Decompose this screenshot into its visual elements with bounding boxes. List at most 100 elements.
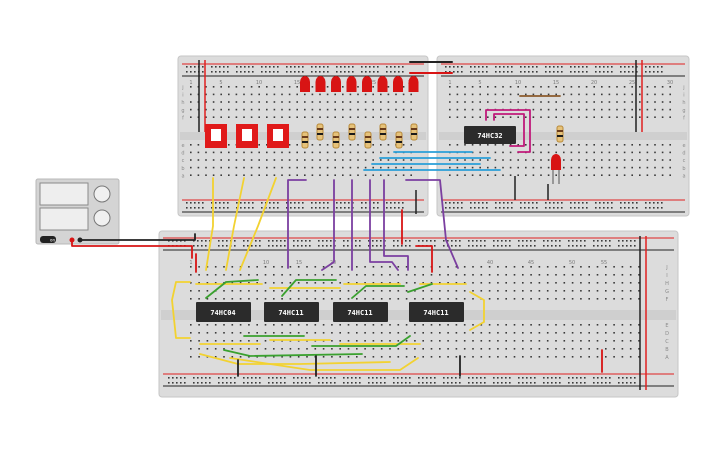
breadboard-hole[interactable] [487,144,489,146]
rail-hole[interactable] [301,377,303,379]
rail-hole[interactable] [344,202,346,204]
breadboard-hole[interactable] [405,282,408,284]
breadboard-hole[interactable] [273,282,275,284]
breadboard-hole[interactable] [281,348,283,350]
breadboard-hole[interactable] [214,266,217,268]
rail-hole[interactable] [347,382,349,384]
breadboard-hole[interactable] [546,266,549,268]
breadboard-hole[interactable] [250,116,253,118]
rail-hole[interactable] [305,245,307,247]
rail-hole[interactable] [268,377,270,379]
wire-yellow-low-4[interactable] [229,357,419,371]
resistor[interactable] [301,131,309,149]
breadboard-hole[interactable] [613,282,615,284]
rail-hole[interactable] [302,202,304,204]
breadboard-hole[interactable] [331,324,333,326]
breadboard-hole[interactable] [530,282,532,284]
breadboard-hole[interactable] [571,298,574,300]
rail-hole[interactable] [511,66,513,68]
rail-hole[interactable] [377,66,379,68]
rail-hole[interactable] [595,66,597,68]
rail-hole[interactable] [326,245,328,247]
rail-hole[interactable] [636,66,638,68]
rail-hole[interactable] [227,202,229,204]
breadboard-hole[interactable] [472,348,474,350]
breadboard-hole[interactable] [190,298,192,300]
rail-hole[interactable] [393,240,395,242]
rail-hole[interactable] [624,207,626,209]
dip-switch-2[interactable] [236,124,258,148]
breadboard-hole[interactable] [402,108,405,111]
rail-hole[interactable] [568,240,570,242]
breadboard-hole[interactable] [601,101,603,103]
breadboard-hole[interactable] [331,356,333,358]
breadboard-hole[interactable] [311,159,314,161]
rail-hole[interactable] [499,207,501,209]
rail-hole[interactable] [601,382,603,384]
breadboard-hole[interactable] [563,324,566,326]
rail-hole[interactable] [628,71,630,73]
rail-hole[interactable] [240,66,242,68]
breadboard-hole[interactable] [331,348,333,350]
rail-hole[interactable] [549,71,551,73]
rail-hole[interactable] [649,71,651,73]
breadboard-hole[interactable] [304,174,306,176]
breadboard-hole[interactable] [669,108,671,111]
wire-yellow-2[interactable] [225,177,245,271]
breadboard-hole[interactable] [258,101,260,103]
rail-hole[interactable] [223,71,225,73]
breadboard-hole[interactable] [304,101,306,103]
rail-hole[interactable] [286,66,288,68]
resistor[interactable] [379,123,387,141]
breadboard-hole[interactable] [223,356,225,358]
breadboard-hole[interactable] [414,266,416,268]
rail-hole[interactable] [380,240,382,242]
breadboard-hole[interactable] [563,108,565,111]
breadboard-hole[interactable] [596,332,599,334]
breadboard-hole[interactable] [339,266,341,268]
rail-hole[interactable] [252,202,254,204]
rail-hole[interactable] [380,382,382,384]
breadboard-hole[interactable] [231,340,234,342]
breadboard-hole[interactable] [578,159,580,161]
breadboard-hole[interactable] [296,116,298,118]
rail-hole[interactable] [394,71,396,73]
breadboard-hole[interactable] [273,93,276,96]
breadboard-hole[interactable] [488,282,491,284]
breadboard-hole[interactable] [288,108,291,111]
breadboard-hole[interactable] [430,290,433,292]
breadboard-hole[interactable] [613,266,615,268]
breadboard-hole[interactable] [479,93,481,96]
breadboard-hole[interactable] [605,290,607,292]
breadboard-hole[interactable] [304,166,306,169]
rail-hole[interactable] [595,71,597,73]
rail-hole[interactable] [226,245,228,247]
breadboard-hole[interactable] [538,324,541,326]
breadboard-hole[interactable] [621,356,624,358]
rail-hole[interactable] [218,240,220,242]
breadboard-hole[interactable] [621,266,624,268]
rail-hole[interactable] [605,240,607,242]
breadboard-hole[interactable] [342,116,344,118]
rail-hole[interactable] [611,71,613,73]
wire-green-1[interactable] [205,279,259,299]
breadboard-hole[interactable] [456,144,459,146]
rail-hole[interactable] [430,240,432,242]
breadboard-hole[interactable] [555,93,557,96]
breadboard-hole[interactable] [248,266,250,268]
breadboard-hole[interactable] [596,290,599,292]
breadboard-hole[interactable] [532,116,535,118]
breadboard-hole[interactable] [190,166,192,169]
breadboard-hole[interactable] [555,101,557,103]
rail-hole[interactable] [561,66,563,68]
breadboard-hole[interactable] [281,298,283,300]
breadboard-hole[interactable] [601,108,603,111]
rail-hole[interactable] [372,245,374,247]
rail-hole[interactable] [459,382,461,384]
breadboard-hole[interactable] [547,116,550,118]
rail-hole[interactable] [576,240,578,242]
breadboard-hole[interactable] [578,144,580,146]
breadboard-hole[interactable] [339,282,341,284]
breadboard-hole[interactable] [198,282,200,284]
breadboard-hole[interactable] [228,151,230,154]
